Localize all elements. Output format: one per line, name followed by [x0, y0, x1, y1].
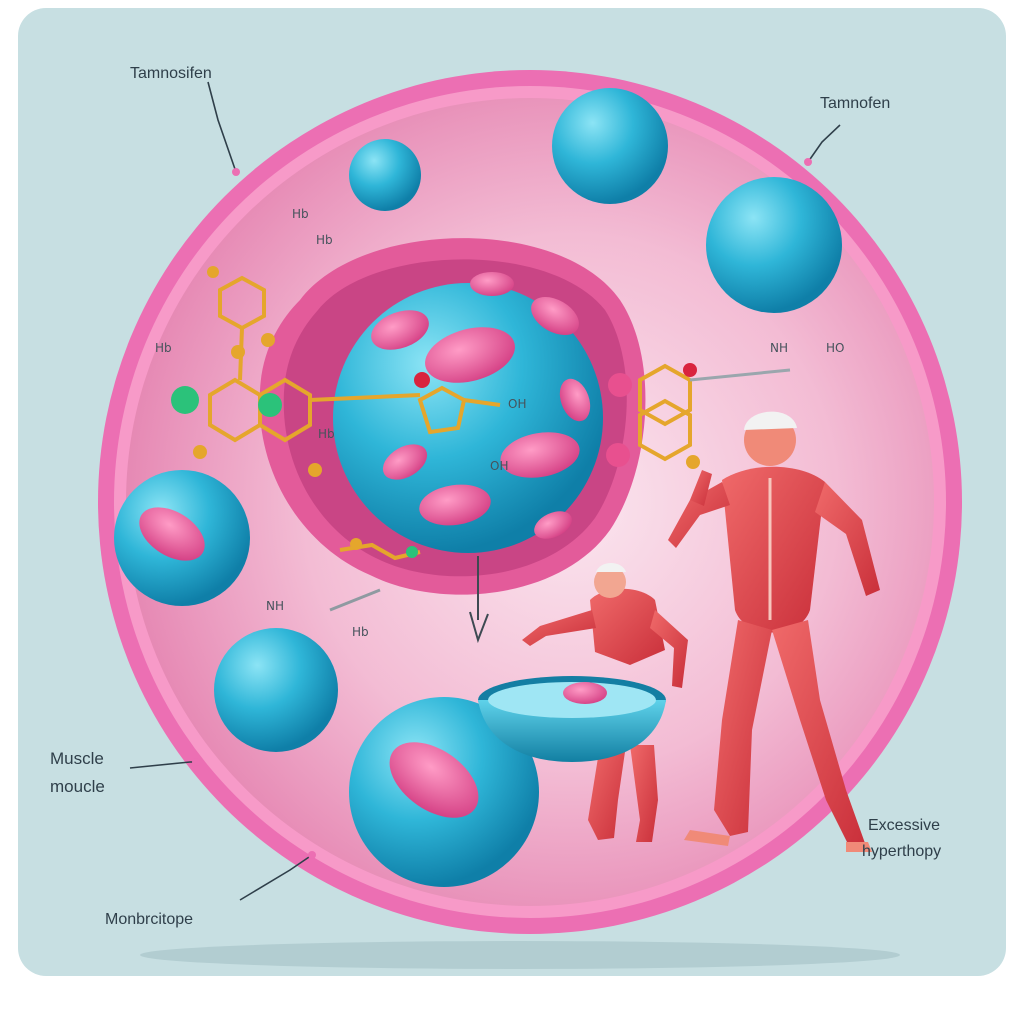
nucleolus: [382, 444, 428, 480]
label-top-right: Tamnofen: [820, 95, 890, 112]
molecule-bond: [689, 368, 791, 382]
atom-red: [414, 372, 430, 388]
figure-arm-left-fist: [690, 470, 712, 506]
molecule-bond: [463, 398, 501, 407]
molecule-label: Hb: [352, 625, 369, 639]
molecule-ring: [218, 275, 266, 331]
atom-green: [171, 386, 199, 414]
organelle-lower-left: [214, 628, 338, 752]
molecule-ring: [258, 377, 312, 443]
figure-leg-left: [714, 620, 772, 836]
nucleolus: [500, 432, 580, 478]
atom-pink: [606, 443, 630, 467]
nucleolus: [559, 378, 591, 422]
molecule-label: HO: [826, 341, 844, 355]
nucleolus: [425, 327, 515, 383]
molecule-bond: [329, 588, 381, 612]
molecule-bond: [309, 393, 421, 402]
atom-red: [683, 363, 697, 377]
nucleolus: [534, 511, 572, 539]
organelles: [114, 88, 842, 887]
label-pointers: [129, 81, 841, 901]
molecule-label: NH: [770, 341, 788, 355]
figure-arm-left: [522, 610, 596, 646]
pointer-bottom-left: [239, 854, 313, 901]
nucleolus: [419, 484, 491, 526]
pointer-top-right: [807, 124, 841, 163]
figure-arm-right: [815, 482, 880, 596]
crouching-figure: [522, 563, 688, 842]
figure-leg-left: [588, 745, 626, 840]
molecule-atoms: [171, 266, 700, 558]
atom-yellow: [207, 266, 219, 278]
atom-yellow: [308, 463, 322, 477]
label-top-left: Tamnosifen: [130, 65, 212, 82]
label-right-line1: Excessive: [868, 817, 940, 834]
figure-torso: [722, 466, 825, 633]
molecule-label: OH: [490, 459, 508, 473]
bowl-inclusion: [563, 682, 607, 704]
label-left-line2: moucle: [50, 777, 105, 796]
organelle-small: [349, 139, 421, 211]
figure-leg-right: [772, 620, 866, 848]
figure-hair: [744, 411, 797, 430]
molecule-ring: [638, 398, 692, 462]
label-left-line1: Muscle: [50, 749, 104, 768]
atom-yellow: [193, 445, 207, 459]
molecule-label: NH: [266, 599, 284, 613]
label-right-line2: hyperthopy: [862, 843, 941, 860]
atom-yellow: [350, 538, 362, 550]
nucleus: [333, 272, 603, 553]
figure-arm-right: [650, 610, 688, 688]
molecule-label: Hb: [292, 207, 309, 221]
atom-yellow: [231, 345, 245, 359]
organelle-top: [552, 88, 668, 204]
molecule-label: Hb: [155, 341, 172, 355]
figure-foot: [846, 842, 872, 852]
organelle-bottom-inclusion: [389, 742, 479, 818]
bowl: [478, 676, 666, 762]
nucleolus: [470, 272, 514, 296]
molecule-ring: [638, 363, 692, 427]
molecule-label: OH: [508, 397, 526, 411]
figure-arm-left-upper: [668, 482, 730, 548]
molecule-label: Hb: [316, 233, 333, 247]
atom-pink: [608, 373, 632, 397]
pointer-top-left: [207, 81, 237, 173]
organelle-right: [706, 177, 842, 313]
molecule-ring: [417, 385, 467, 435]
bowl-body: [478, 700, 666, 762]
atom-yellow: [686, 455, 700, 469]
figure-foot: [684, 830, 730, 846]
organelle-left-inclusion: [139, 507, 205, 561]
nucleus-body: [333, 283, 603, 553]
nucleus-pointer: [469, 556, 489, 644]
floor-shadow: [140, 941, 900, 969]
nucleolus: [371, 310, 429, 350]
figure-head: [594, 566, 626, 598]
figure-hair: [596, 563, 626, 572]
atom-yellow: [261, 333, 275, 347]
label-bottom-left: Monbrcitope: [105, 911, 193, 928]
atom-green: [258, 393, 282, 417]
atom-green: [406, 546, 418, 558]
figure-leg-right: [630, 745, 658, 842]
molecule-label: Hb: [318, 427, 335, 441]
standing-figure: [668, 411, 880, 852]
figure-torso: [590, 588, 665, 665]
nucleolus: [531, 297, 579, 335]
